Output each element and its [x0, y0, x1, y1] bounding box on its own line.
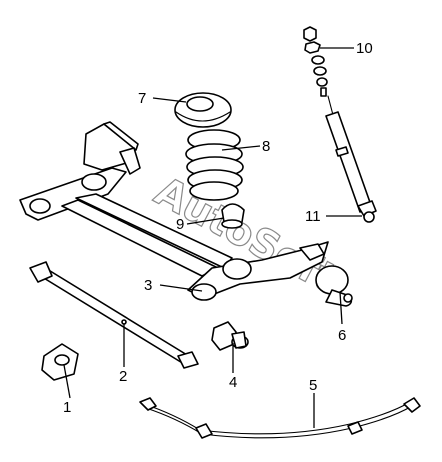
leader-lines — [63, 47, 362, 428]
part-8-coil-spring — [185, 129, 244, 201]
crossmember-subframe — [19, 121, 233, 277]
callout-9: 9 — [176, 216, 184, 233]
callout-6: 6 — [338, 327, 346, 344]
callout-3: 3 — [144, 277, 152, 294]
leader-3 — [159, 284, 203, 292]
callout-1: 1 — [63, 399, 71, 416]
part-4-bushing-bolt — [211, 321, 249, 351]
leader-8 — [221, 145, 261, 151]
part-5-cable — [139, 397, 421, 439]
callout-4: 4 — [229, 374, 237, 391]
callout-7: 7 — [138, 90, 146, 107]
leader-6 — [339, 291, 343, 325]
callout-labels: 1 2 3 4 5 6 7 8 9 10 11 — [63, 40, 373, 416]
part-11-shock-absorber — [325, 95, 377, 223]
callout-2: 2 — [119, 368, 127, 385]
callout-11: 11 — [305, 208, 321, 225]
part-3-lower-control-arm — [187, 241, 329, 301]
callout-8: 8 — [262, 138, 270, 155]
callout-10: 10 — [356, 40, 373, 57]
leader-1 — [63, 364, 71, 399]
leader-7 — [152, 97, 187, 103]
part-1-bracket — [41, 343, 79, 381]
part-9-ball-joint — [221, 203, 245, 229]
part-7-spring-seat — [174, 92, 232, 128]
part-10-bushing-stack — [303, 26, 328, 97]
part-6-ball-joint — [315, 265, 353, 307]
callout-5: 5 — [309, 377, 317, 394]
part-2-stabilizer-link — [29, 261, 199, 369]
leader-9 — [186, 217, 225, 225]
